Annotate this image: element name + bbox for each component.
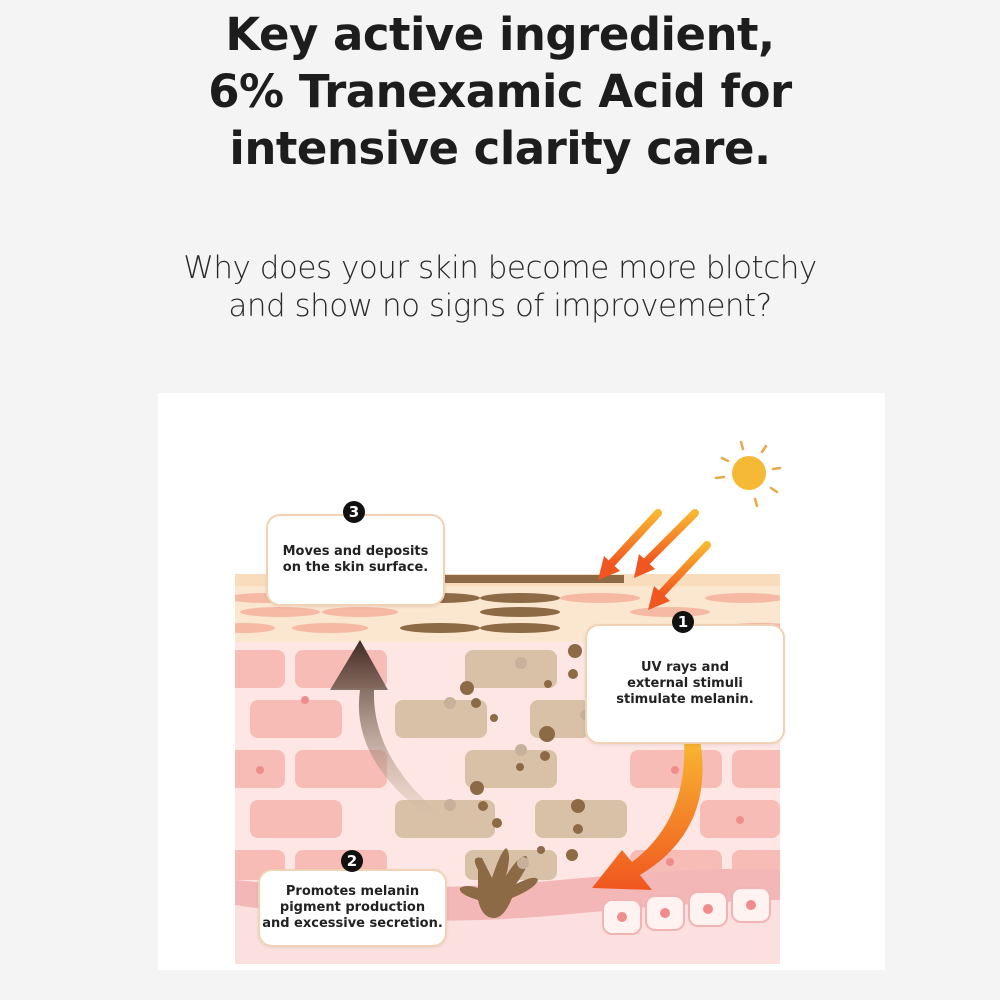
skin-diagram-panel: Moves and deposits on the skin surface. …	[158, 393, 885, 970]
step-3-text: Moves and deposits	[282, 544, 429, 559]
step-2-text: Promotes melanin	[285, 884, 420, 899]
sun-icon	[714, 440, 782, 508]
step-2-text: and excessive secretion.	[262, 916, 443, 931]
callout-step-3: Moves and deposits on the skin surface.	[266, 514, 445, 606]
subheading-line: Why does your skin become more blotchy	[183, 250, 817, 286]
callout-step-2: Promotes melanin pigment production and …	[258, 869, 447, 947]
headline-line: Key active ingredient,	[225, 8, 775, 61]
step-1-text: stimulate melanin.	[616, 692, 754, 707]
headline-line: intensive clarity care.	[229, 122, 771, 175]
step-1-badge: 1	[672, 611, 694, 633]
step-2-badge: 2	[341, 850, 363, 872]
subheading: Why does your skin become more blotchy a…	[0, 249, 1000, 325]
step-1-text: UV rays and	[641, 660, 729, 675]
step-1-text: external stimuli	[627, 676, 743, 691]
step-3-badge: 3	[343, 501, 365, 523]
callout-step-1: UV rays and external stimuli stimulate m…	[585, 624, 785, 744]
uv-curved-arrow	[592, 740, 703, 890]
melanin-upward-arrow	[330, 640, 445, 818]
subheading-line: and show no signs of improvement?	[228, 288, 772, 324]
headline-line: 6% Tranexamic Acid for	[208, 65, 792, 118]
page-headline: Key active ingredient, 6% Tranexamic Aci…	[0, 6, 1000, 177]
uv-ray-arrows	[598, 509, 711, 610]
step-2-text: pigment production	[279, 900, 426, 915]
step-3-text: on the skin surface.	[282, 560, 429, 575]
